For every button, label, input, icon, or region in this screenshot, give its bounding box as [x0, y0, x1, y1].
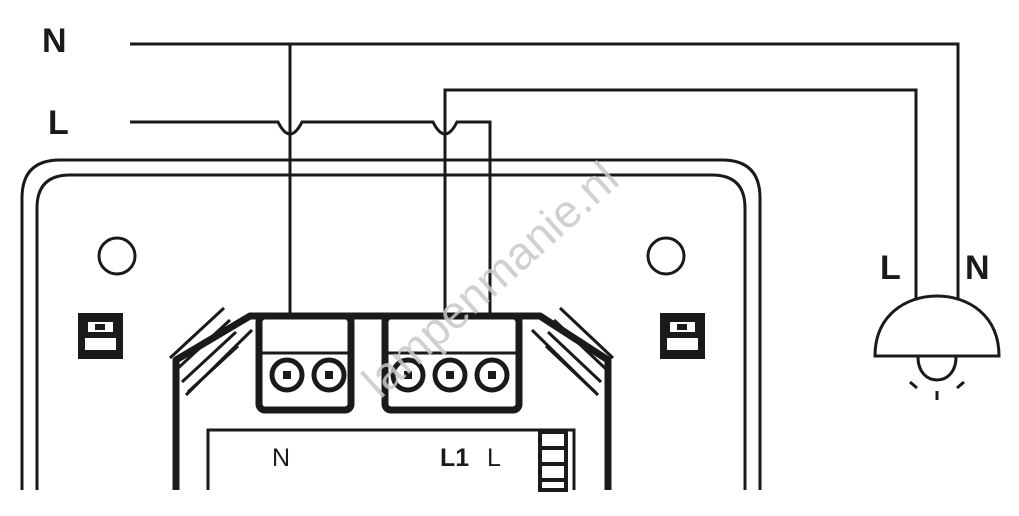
lamp-bulb: [916, 356, 958, 382]
wall-plate: [20, 158, 762, 490]
screw-hole-left: [97, 236, 137, 276]
terminal-label-neutral: N: [272, 444, 290, 472]
light-rays: [909, 380, 965, 400]
mains-neutral-label: N: [42, 22, 67, 60]
terminal-block-neutral: [255, 312, 355, 414]
lamp-shade: [873, 294, 1001, 358]
line-wire: [130, 120, 492, 318]
mains-line-label: L: [48, 104, 69, 142]
terminal-block-line: [381, 312, 523, 414]
screw-terminal-n2: [311, 357, 347, 393]
module-face: [206, 428, 576, 490]
outer-frame: [20, 158, 762, 490]
screw-terminal-n1: [269, 357, 305, 393]
lamp-line-label: L: [880, 249, 901, 287]
latch-right: [544, 306, 615, 394]
screw-terminal-l1b: [432, 357, 468, 393]
lamp: [873, 294, 1001, 400]
neutral-wire: [130, 42, 960, 298]
wires: [130, 42, 960, 318]
lamp-neutral-label: N: [965, 249, 990, 287]
load-wire: [443, 88, 918, 318]
mounting-clip-left: [78, 313, 123, 359]
screw-terminal-l1a: [390, 357, 426, 393]
latch-left: [168, 306, 240, 394]
terminal-label-load: L1: [440, 444, 469, 472]
terminal-label-line: L: [487, 444, 501, 472]
mounting-clip-right: [660, 313, 705, 359]
grip-bars: [538, 430, 568, 492]
screw-hole-right: [646, 236, 686, 276]
inner-frame: [35, 173, 747, 490]
screw-terminal-l: [474, 357, 510, 393]
